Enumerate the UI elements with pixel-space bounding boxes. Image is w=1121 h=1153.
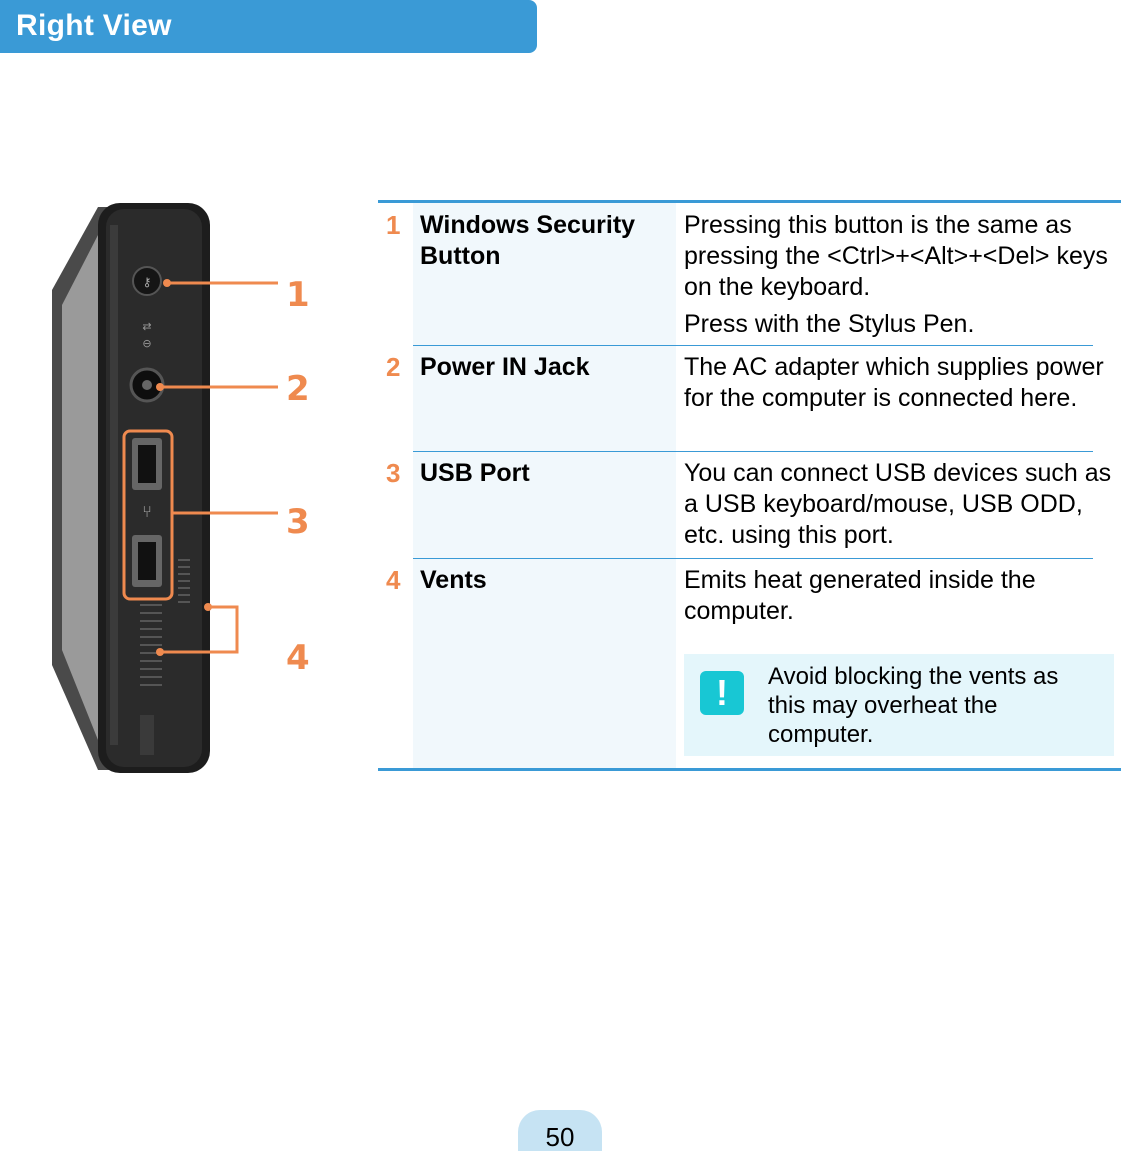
callout-1: 1 (286, 275, 310, 315)
row-description: The AC adapter which supplies power for … (684, 353, 1104, 412)
svg-text:⇄: ⇄ (142, 320, 151, 333)
page-number-tab: 50 (518, 1110, 602, 1152)
callout-leaders (122, 281, 278, 654)
svg-text:⊖: ⊖ (142, 337, 151, 350)
section-title: Right View (16, 9, 172, 42)
row-description: Pressing this button is the same as pres… (684, 211, 1108, 338)
row-description: Emits heat generated inside the computer… (684, 566, 1036, 625)
row-term: Windows Security Button (420, 211, 636, 270)
row-number: 4 (386, 565, 401, 595)
security-button-shape (132, 266, 162, 296)
caution-note: ! Avoid blocking the vents as this may o… (684, 654, 1114, 756)
page-number: 50 (545, 1122, 575, 1152)
row-term: USB Port (420, 459, 530, 487)
callout-2: 2 (286, 369, 310, 409)
section-header: Right View (0, 0, 537, 53)
row-term: Vents (420, 566, 487, 594)
row-number: 3 (386, 458, 401, 488)
row-description: You can connect USB devices such as a US… (684, 459, 1112, 549)
row-number: 1 (386, 210, 401, 240)
exclamation-icon: ! (700, 671, 744, 715)
device-right-side-illustration: ⚷ ⇄ ⊖ ⑂ 1 2 3 4 (52, 203, 310, 773)
caution-note-text: Avoid blocking the vents as this may ove… (768, 663, 1059, 748)
row-number: 2 (386, 352, 401, 382)
callout-4: 4 (286, 638, 310, 678)
device-screen-edge (62, 235, 104, 740)
table-top-rule (378, 200, 1121, 203)
vents-shape (140, 559, 190, 686)
row-term: Power IN Jack (420, 353, 590, 381)
table-bottom-rule (378, 768, 1121, 771)
callout-3: 3 (286, 502, 310, 542)
svg-text:⑂: ⑂ (142, 502, 152, 521)
svg-text:⚷: ⚷ (143, 275, 152, 289)
